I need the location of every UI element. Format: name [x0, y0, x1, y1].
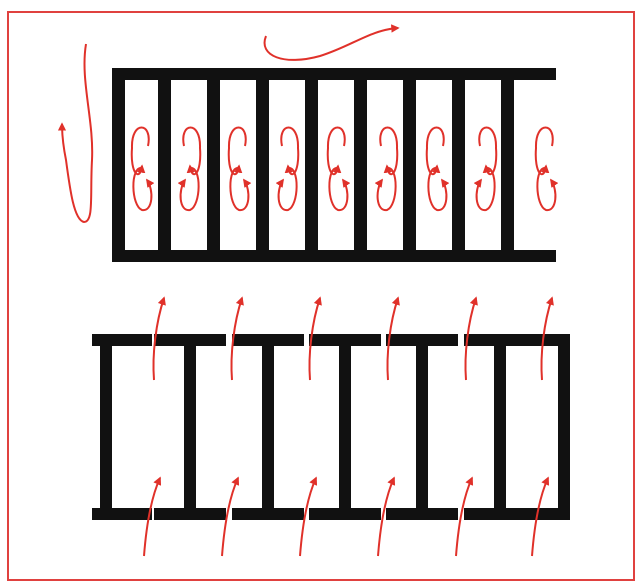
ibeam-web-5 — [494, 334, 506, 520]
through-flow-arrow-upper-1 — [152, 296, 166, 381]
eddy-upper-arrow-9 — [534, 126, 554, 176]
eddy-upper-arrow-5 — [326, 126, 346, 176]
through-flow-arrow-upper-5 — [464, 296, 478, 381]
eddy-upper-arrow-4 — [280, 126, 300, 176]
ibeam-bottom-flange-3 — [309, 508, 381, 520]
ibeam-top-flange-4 — [386, 334, 458, 346]
right-bracket-top-flange — [528, 334, 570, 346]
eddy-lower-arrow-4 — [275, 167, 298, 212]
ibeam-bottom-flange-2 — [232, 508, 304, 520]
through-flow-arrow-lower-6 — [531, 476, 550, 557]
ladder-rung-2 — [207, 68, 220, 262]
ladder-rung-7 — [452, 68, 465, 262]
outer-flow-arrow-left — [57, 43, 94, 224]
through-flow-arrow-lower-2 — [221, 476, 240, 557]
ladder-left-post — [112, 68, 125, 262]
outer-frame — [7, 11, 635, 581]
through-flow-arrow-upper-3 — [308, 296, 322, 381]
eddy-lower-arrow-2 — [177, 167, 200, 212]
left-bracket-top-flange — [92, 334, 152, 346]
ibeam-web-3 — [339, 334, 351, 520]
eddy-lower-arrow-8 — [473, 167, 496, 212]
eddy-upper-arrow-8 — [478, 126, 498, 176]
ladder-rung-5 — [354, 68, 367, 262]
through-flow-arrow-lower-4 — [377, 476, 396, 557]
ibeam-bottom-flange-4 — [386, 508, 458, 520]
through-flow-arrow-upper-2 — [230, 296, 244, 381]
ladder-rung-3 — [256, 68, 269, 262]
ibeam-top-flange-1 — [154, 334, 226, 346]
ladder-bottom-rail — [112, 250, 556, 262]
right-bracket-web — [558, 334, 570, 520]
eddy-upper-arrow-7 — [425, 126, 445, 176]
through-flow-arrow-upper-4 — [386, 296, 400, 381]
eddy-upper-arrow-3 — [227, 126, 247, 176]
eddy-lower-arrow-7 — [427, 167, 450, 212]
eddy-lower-arrow-1 — [132, 167, 155, 212]
outer-flow-arrow-top — [263, 24, 400, 61]
ladder-rung-8 — [501, 68, 514, 262]
ladder-rung-4 — [305, 68, 318, 262]
ibeam-top-flange-2 — [232, 334, 304, 346]
eddy-upper-arrow-6 — [379, 126, 399, 176]
ibeam-bottom-flange-1 — [154, 508, 226, 520]
ibeam-bottom-flange-5 — [464, 508, 536, 520]
through-flow-arrow-upper-6 — [540, 296, 554, 381]
ibeam-top-flange-5 — [464, 334, 536, 346]
left-bracket-bottom-flange — [92, 508, 152, 520]
eddy-lower-arrow-5 — [328, 167, 351, 212]
through-flow-arrow-lower-1 — [143, 476, 162, 557]
ibeam-web-4 — [416, 334, 428, 520]
right-bracket-bottom-flange — [528, 508, 570, 520]
ibeam-top-flange-3 — [309, 334, 381, 346]
eddy-upper-arrow-1 — [130, 126, 150, 176]
ladder-rung-6 — [403, 68, 416, 262]
eddy-lower-arrow-9 — [536, 167, 559, 212]
eddy-lower-arrow-6 — [374, 167, 397, 212]
ibeam-web-2 — [262, 334, 274, 520]
ladder-rung-1 — [158, 68, 171, 262]
ibeam-web-1 — [184, 334, 196, 520]
through-flow-arrow-lower-5 — [455, 476, 474, 557]
eddy-upper-arrow-2 — [182, 126, 202, 176]
left-bracket-web — [100, 334, 112, 520]
ladder-structure — [112, 68, 556, 262]
ladder-top-rail — [112, 68, 556, 80]
eddy-lower-arrow-3 — [229, 167, 252, 212]
through-flow-arrow-lower-3 — [299, 476, 318, 557]
